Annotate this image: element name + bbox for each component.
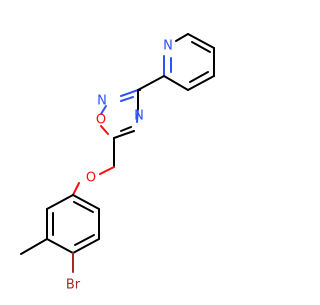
oxadiazole-ring bbox=[100, 89, 141, 139]
bond bbox=[113, 130, 135, 139]
benzene-ring bbox=[46, 194, 100, 254]
bond bbox=[187, 75, 215, 91]
atom-label-br: Br bbox=[66, 278, 81, 293]
bond bbox=[100, 125, 109, 135]
bond bbox=[137, 75, 165, 91]
bond bbox=[189, 71, 209, 83]
bond bbox=[120, 126, 132, 132]
bond bbox=[72, 194, 100, 210]
molecule-canvas: N N O N O Br bbox=[20, 33, 215, 293]
atom-label-n-pyridine: N bbox=[163, 39, 173, 54]
bond bbox=[99, 166, 115, 175]
bond bbox=[20, 238, 48, 255]
bond bbox=[136, 108, 139, 123]
bond bbox=[46, 194, 74, 210]
bond bbox=[74, 234, 95, 246]
pyridine-ring bbox=[163, 33, 215, 91]
atom-label-o-ring: O bbox=[96, 113, 106, 128]
bond bbox=[163, 75, 189, 91]
bond bbox=[120, 89, 139, 97]
bond bbox=[120, 96, 134, 102]
bond bbox=[72, 238, 100, 254]
bond bbox=[72, 182, 80, 196]
bond bbox=[191, 41, 211, 53]
atom-label-o-ether: O bbox=[86, 171, 96, 186]
bond bbox=[100, 105, 107, 115]
atom-label-n-ring-right: N bbox=[134, 109, 144, 124]
bond bbox=[175, 33, 189, 42]
bond bbox=[73, 201, 94, 213]
bond bbox=[46, 238, 74, 254]
molecule-structure: N N O N O Br bbox=[20, 33, 215, 293]
bond bbox=[187, 33, 215, 49]
atom-label-n-ring-top: N bbox=[97, 94, 107, 109]
